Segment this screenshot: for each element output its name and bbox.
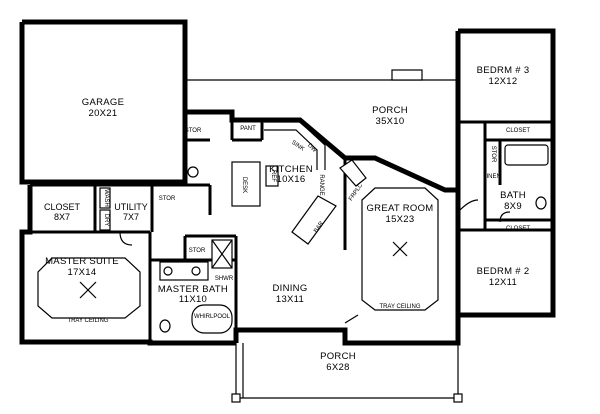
front-porch — [231, 343, 463, 403]
pantry-label: PANT — [240, 126, 256, 132]
doors — [119, 199, 511, 324]
room-size: 12X11 — [489, 277, 517, 288]
fixture-labels: STOR PANT STOR STOR CLOSET CLOSET LINEN … — [67, 126, 530, 324]
closet-label: CLOSET — [506, 226, 530, 232]
room-size: 15X23 — [386, 214, 415, 225]
wash-label: WASH — [103, 189, 109, 207]
ceiling-fans — [79, 241, 408, 299]
stor-label: STOR — [189, 248, 206, 254]
room-size: 8X9 — [504, 201, 522, 212]
whirlpool-label: WHIRLPOOL — [194, 314, 231, 320]
room-size: 8X7 — [54, 212, 70, 222]
stor-label: STOR — [490, 146, 496, 163]
room-size: 17X14 — [68, 267, 97, 278]
room-size: 11X10 — [179, 294, 207, 305]
tray-ceiling-label: TRAY CEILING — [67, 318, 108, 324]
interior-walls — [30, 112, 553, 343]
room-name: MASTER SUITE — [45, 256, 119, 267]
desk-label: DESK — [241, 177, 247, 193]
room-size: 20X21 — [89, 108, 118, 119]
range-label: RANGE — [318, 174, 324, 195]
room-name: DINING — [272, 283, 307, 294]
kitchen-counters — [231, 121, 367, 245]
room-name: GREAT ROOM — [366, 203, 433, 214]
room-labels: GARAGE 20X21 PORCH 35X10 BEDRM # 3 12X12… — [44, 65, 529, 373]
laundry-appliances — [99, 166, 199, 231]
closet-label: CLOSET — [506, 128, 530, 134]
stor-label: STOR — [185, 128, 202, 134]
room-name: CLOSET — [44, 202, 81, 212]
room-name: BATH — [500, 190, 526, 201]
linen-label: LINEN — [483, 174, 501, 180]
tray-ceilings — [37, 187, 439, 319]
room-name: GARAGE — [82, 97, 124, 108]
dishwasher-label: DW — [306, 143, 318, 155]
room-size: 7X7 — [123, 212, 139, 222]
room-name: BEDRM # 3 — [477, 65, 530, 76]
room-size: 13X11 — [276, 294, 304, 305]
room-size: 6X28 — [326, 362, 349, 373]
sink-label: SINK — [290, 140, 305, 153]
room-name: PORCH — [372, 105, 408, 116]
shower-label: SHWR — [215, 276, 234, 282]
refrigerator-label: REF — [270, 170, 276, 182]
rear-porch-outline — [185, 69, 458, 81]
dry-label: DRY — [103, 214, 109, 227]
room-name: MASTER BATH — [158, 284, 228, 295]
stor-label: STOR — [159, 196, 176, 202]
room-size: 10X16 — [277, 174, 306, 185]
room-name: BEDRM # 2 — [477, 266, 530, 277]
room-name: PORCH — [320, 351, 356, 362]
room-name: UTILITY — [114, 202, 148, 212]
room-name: KITCHEN — [269, 164, 313, 175]
room-size: 35X10 — [376, 116, 405, 127]
tray-ceiling-label: TRAY CEILING — [379, 304, 420, 310]
room-size: 12X12 — [489, 76, 518, 87]
bath-fixtures — [159, 144, 549, 334]
